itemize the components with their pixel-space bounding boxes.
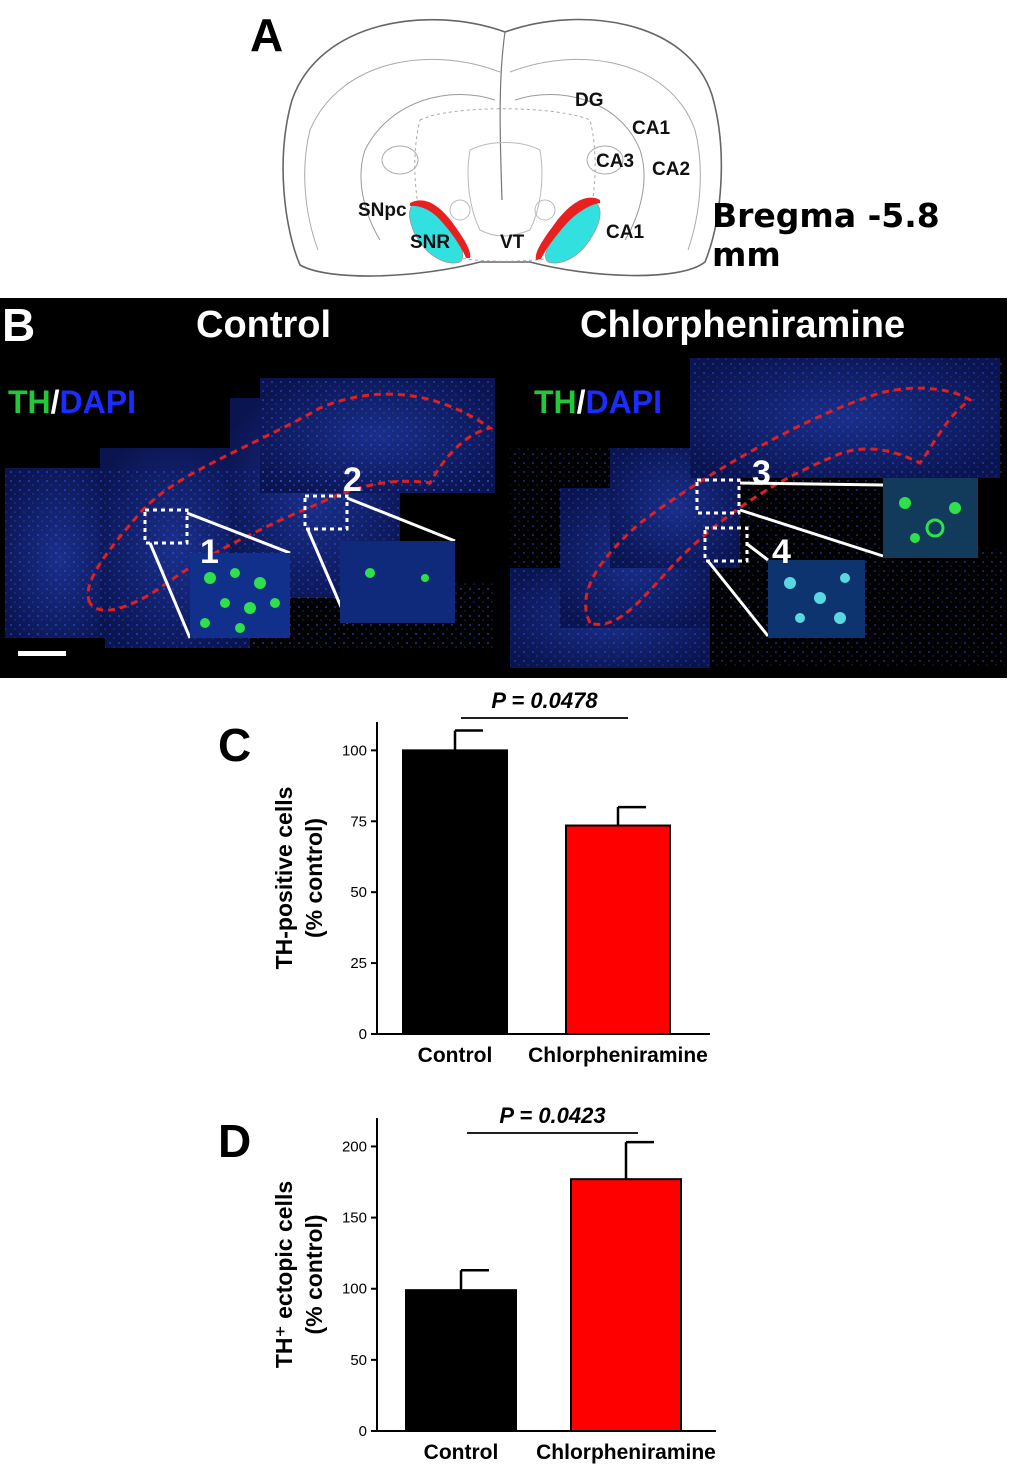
category-label: Chlorpheniramine bbox=[528, 1044, 708, 1067]
y-axis-label-line1: TH⁺ ectopic cells bbox=[271, 1181, 297, 1368]
bregma-label: Bregma -5.8 mm bbox=[712, 196, 940, 274]
control-title: Control bbox=[196, 304, 332, 346]
y-tick-label: 100 bbox=[342, 1281, 367, 1298]
inset-1 bbox=[190, 553, 290, 638]
category-label: Chlorpheniramine bbox=[536, 1441, 716, 1464]
stain-label-left: TH/DAPI bbox=[8, 384, 136, 420]
snpc-right-region bbox=[535, 197, 600, 260]
y-tick-label: 150 bbox=[342, 1210, 367, 1227]
chlorpheniramine-title: Chlorpheniramine bbox=[580, 304, 906, 346]
micrograph-composite: 1 2 3 4 bbox=[5, 358, 1005, 678]
scale-bar bbox=[18, 651, 66, 656]
box-label-3: 3 bbox=[752, 454, 771, 492]
label-ca3: CA3 bbox=[596, 151, 634, 172]
y-tick-label: 75 bbox=[350, 813, 367, 830]
hippocampus-right bbox=[514, 93, 645, 241]
bar-chlorpheniramine bbox=[565, 824, 671, 1035]
zoom-box-2 bbox=[303, 494, 349, 531]
y-tick-label: 100 bbox=[342, 742, 367, 759]
y-tick-label: 0 bbox=[359, 1423, 367, 1440]
cortex-contour-left bbox=[304, 58, 501, 251]
stain-label-right: TH/DAPI bbox=[534, 384, 662, 420]
y-tick-label: 0 bbox=[359, 1026, 367, 1043]
panel-b-letter: B bbox=[2, 299, 36, 351]
p-value-annotation: P = 0.0478 bbox=[491, 688, 598, 713]
panel-c-letter: C bbox=[218, 719, 252, 771]
y-tick-label: 25 bbox=[350, 955, 367, 972]
inset-3 bbox=[883, 478, 978, 558]
box-label-4: 4 bbox=[772, 533, 791, 571]
panel-b-micrographs: 1 2 3 4 B Control Chlorpheniramine TH/DA… bbox=[0, 298, 1007, 678]
bar-control bbox=[402, 749, 508, 1035]
category-label: Control bbox=[424, 1441, 499, 1464]
y-axis-label-line1: TH-positive cells bbox=[271, 787, 297, 970]
zoom-box-3 bbox=[695, 478, 741, 515]
brain-atlas-diagram: DG CA1 CA3 CA2 SNpc SNR VT CA1 bbox=[282, 18, 723, 277]
label-ca1-top: CA1 bbox=[632, 118, 670, 139]
label-snpc: SNpc bbox=[358, 200, 407, 221]
brain-midline bbox=[499, 31, 506, 201]
y-axis-label-line2: (% control) bbox=[301, 1214, 327, 1334]
p-value-annotation: P = 0.0423 bbox=[499, 1103, 605, 1128]
inset-2 bbox=[340, 541, 455, 623]
panel-a-letter: A bbox=[250, 9, 284, 61]
inset-4 bbox=[768, 560, 865, 638]
bar-control bbox=[405, 1289, 517, 1432]
panel-d-letter: D bbox=[218, 1115, 252, 1167]
cortex-contour-right bbox=[509, 58, 701, 251]
label-dg: DG bbox=[575, 90, 604, 111]
brain-outline bbox=[282, 18, 723, 277]
panel-a: A DG CA1 CA3 CA2 SNpc SNR VT CA1 Bregma … bbox=[0, 0, 1009, 290]
label-ca1-bottom: CA1 bbox=[606, 222, 644, 243]
snpc-left-region bbox=[410, 200, 471, 258]
zoom-box-1 bbox=[143, 508, 189, 545]
label-ca2: CA2 bbox=[652, 159, 690, 180]
y-tick-label: 50 bbox=[350, 884, 367, 901]
y-tick-label: 50 bbox=[350, 1352, 367, 1369]
inner-contour bbox=[467, 142, 543, 237]
bar-chlorpheniramine bbox=[570, 1178, 682, 1432]
category-label: Control bbox=[418, 1044, 493, 1067]
y-tick-label: 200 bbox=[342, 1138, 367, 1155]
box-label-1: 1 bbox=[200, 533, 219, 571]
label-vt: VT bbox=[500, 232, 525, 253]
label-snr: SNR bbox=[410, 232, 450, 253]
y-axis-label-line2: (% control) bbox=[301, 818, 327, 938]
box-label-2: 2 bbox=[343, 461, 362, 499]
chlorpheniramine-sn-outline bbox=[584, 386, 973, 626]
hippocampus-left bbox=[360, 93, 496, 241]
